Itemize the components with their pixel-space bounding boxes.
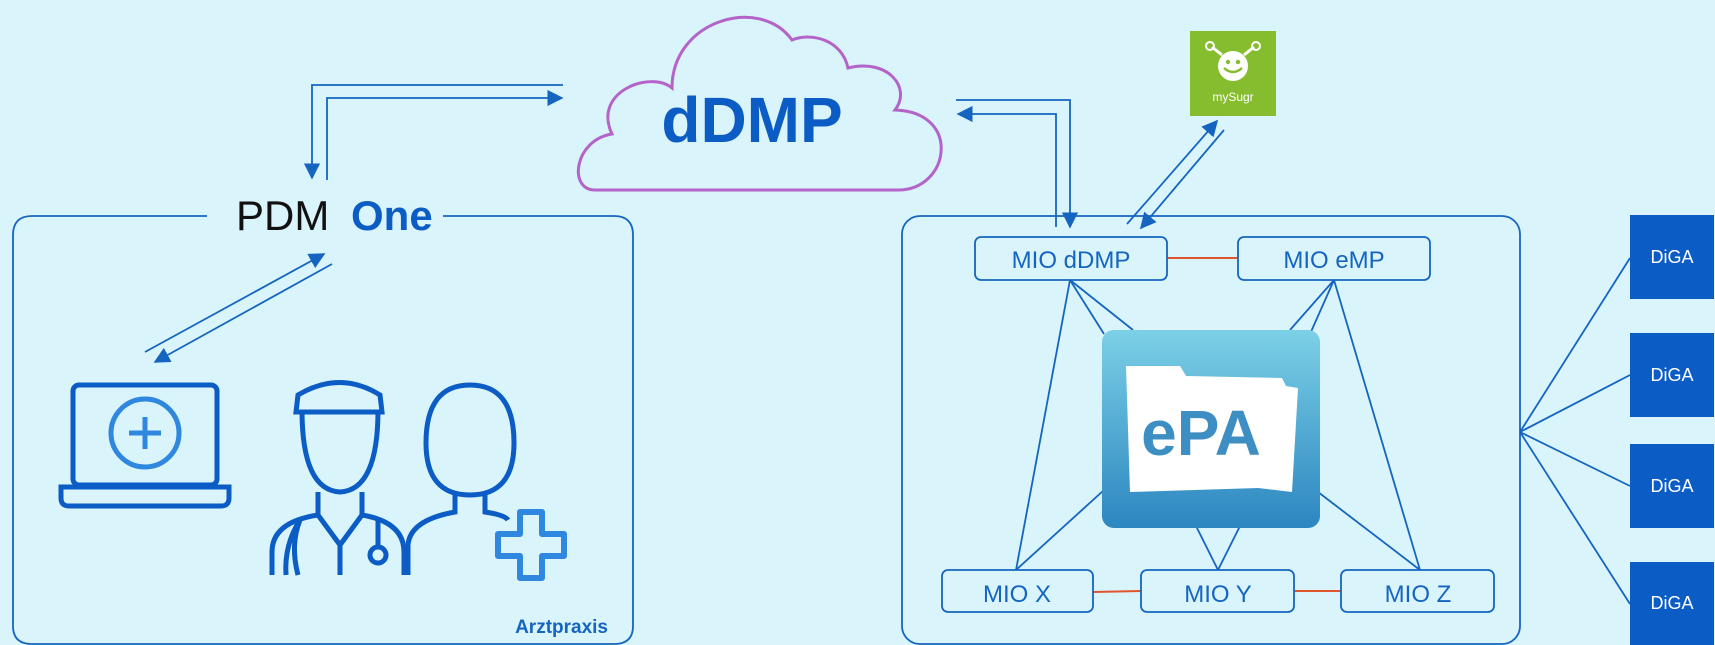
mysugr-label: mySugr (1212, 90, 1253, 104)
arrow-cloud-to-mio (956, 99, 1079, 229)
arrow-pdm-to-cloud (326, 89, 564, 180)
epa-label: ePA (1141, 397, 1261, 469)
mio-network-lines (1015, 279, 1421, 571)
diga-box-3: DiGA (1630, 444, 1714, 528)
diga-box-2: DiGA (1630, 333, 1714, 417)
diga-box-4: DiGA (1630, 562, 1714, 645)
cloud-mio-arrows (956, 99, 1079, 229)
mio-y-box: MIO Y (1140, 569, 1295, 613)
ddmp-cloud: dDMP (577, 15, 943, 192)
one-word: One (351, 192, 433, 239)
mio-emp-box: MIO eMP (1237, 236, 1431, 281)
laptop-plus-icon (58, 382, 232, 509)
arrow-laptop-to-pdm (144, 253, 326, 353)
mio-ddmp-label: MIO dDMP (1012, 247, 1131, 274)
arrow-mio-to-cloud (956, 105, 1057, 227)
cloud-shape (577, 15, 943, 192)
mysugr-mio-arrows (1126, 119, 1225, 230)
pdm-word: PDM (236, 192, 329, 239)
folder-icon (1126, 366, 1298, 492)
arrow-mysugr-to-mio (1139, 129, 1225, 230)
diga-links (1519, 257, 1631, 605)
medical-plus-icon (495, 509, 567, 581)
arztpraxis-border (12, 215, 634, 645)
mio-x-label: MIO X (983, 581, 1051, 608)
doctor-and-patient-icon (269, 380, 517, 576)
laptop-pdm-arrows (144, 253, 333, 363)
mio-peer-links (1092, 257, 1341, 593)
epa-container (901, 215, 1521, 645)
arrow-cloud-to-pdm (303, 84, 563, 180)
arztpraxis-container: Arztpraxis (12, 215, 634, 645)
epa-tile: ePA (1102, 330, 1320, 528)
mio-x-box: MIO X (941, 569, 1094, 613)
mio-emp-label: MIO eMP (1283, 247, 1384, 274)
pdm-cloud-arrows (303, 84, 564, 180)
arrow-pdm-to-laptop (153, 263, 333, 363)
arrow-mio-to-mysugr (1126, 119, 1219, 225)
mysugr-logo: mySugr (1190, 31, 1276, 116)
diga-box-1: DiGA (1630, 215, 1714, 299)
mio-ddmp-box: MIO dDMP (974, 236, 1168, 281)
pdm-one-title: PDM One (236, 192, 433, 239)
mio-z-label: MIO Z (1385, 581, 1452, 608)
mio-y-label: MIO Y (1184, 581, 1252, 608)
arztpraxis-label: Arztpraxis (515, 617, 608, 638)
cloud-label: dDMP (661, 84, 842, 156)
mio-z-box: MIO Z (1340, 569, 1495, 613)
